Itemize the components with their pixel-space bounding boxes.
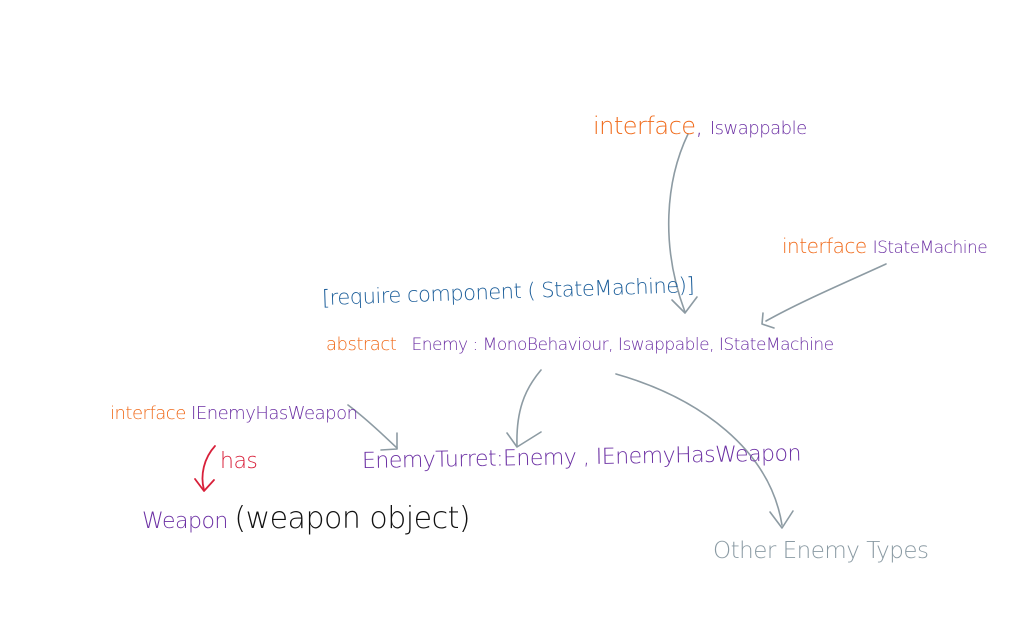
arrow-enemy-to-other-types [615, 373, 783, 526]
arrow-has-head [194, 478, 215, 492]
other-enemy-types-node: Other Enemy Types [713, 538, 929, 564]
arrow-iswappable-to-enemy [667, 133, 689, 313]
weapon-note: (weapon object) [234, 501, 471, 536]
iswappable-name: Iswappable [709, 118, 807, 139]
arrow-enemy-to-turret [516, 369, 542, 447]
enemy-class-node: abstract Enemy : MonoBehaviour, Iswappab… [326, 336, 834, 354]
iswappable-interface-node: interface, Iswappable [593, 112, 807, 140]
interface-keyword: interface [593, 112, 696, 140]
arrow-has [201, 445, 216, 491]
arrow-ienemyhasweapon-to-turret-head [380, 432, 398, 451]
ienemyhasweapon-interface-node: interface IEnemyHasWeapon [110, 405, 358, 423]
interface-keyword: interface [110, 403, 186, 424]
arrow-ienemyhasweapon-to-turret [347, 404, 398, 449]
weapon-name: Weapon [142, 509, 228, 534]
arrow-istatemachine-to-enemy-head [761, 312, 775, 329]
has-relation-label: has [220, 449, 258, 474]
istatemachine-name: IStateMachine [872, 238, 988, 258]
arrow-enemy-to-other-types-head [769, 510, 794, 529]
istatemachine-interface-node: interface IStateMachine [782, 234, 988, 258]
abstract-keyword: abstract [326, 334, 397, 355]
weapon-node: Weapon (weapon object) [142, 501, 471, 536]
interface-keyword: interface [782, 234, 867, 258]
enemy-declaration: Enemy : MonoBehaviour, Iswappable, IStat… [411, 335, 835, 355]
arrow-enemy-to-turret-head [506, 431, 542, 448]
ienemyhasweapon-name: IEnemyHasWeapon [191, 403, 358, 424]
arrow-iswappable-to-enemy-head [671, 296, 698, 314]
arrow-istatemachine-to-enemy [765, 263, 887, 322]
